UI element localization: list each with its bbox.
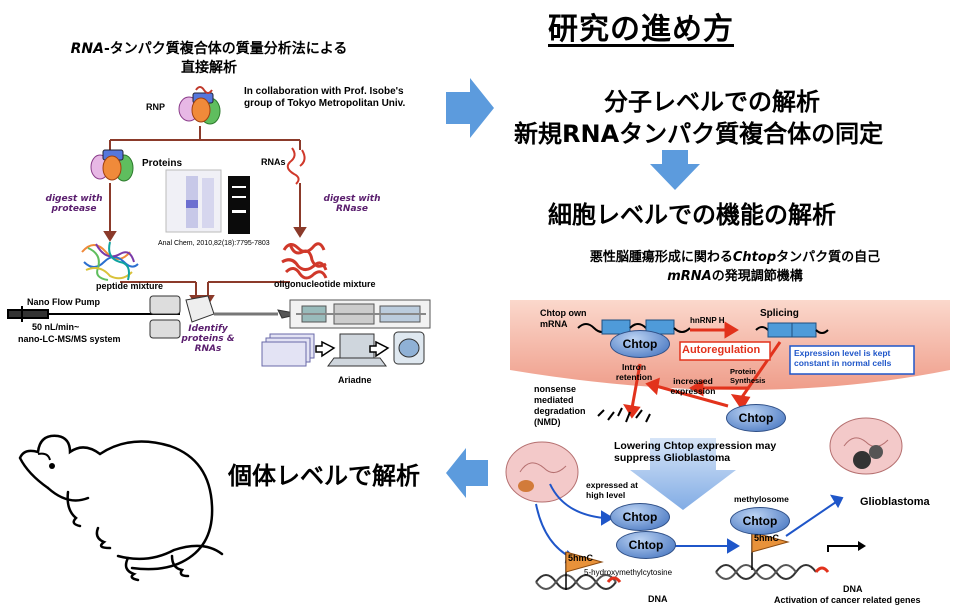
laptop-icon xyxy=(327,333,387,367)
5hmc-left-label: 5hmC xyxy=(568,553,594,563)
tree-lines xyxy=(109,126,301,150)
ms-heading-rest: -タンパク質複合体の質量分析法による xyxy=(103,41,348,57)
page-title: 研究の進め方 xyxy=(548,12,734,47)
ms-diagram-svg xyxy=(7,86,431,367)
oligo-mixture-label: oligonucleotide mixture xyxy=(274,279,376,289)
spliced-mrna-icon xyxy=(755,322,829,338)
autoregulation-box xyxy=(679,341,771,361)
arrow-right-icon xyxy=(446,78,494,138)
dna-right-icon xyxy=(715,541,866,580)
chtop-protein-mid-2: Chtop xyxy=(616,531,676,559)
mechanism-title: 悪性脳腫瘍形成に関わるChtopタンパク質の自己 mRNAの発現調節機構 xyxy=(530,248,940,286)
expressed-high-label: expressed at high level xyxy=(586,480,638,500)
intron-retention-label: Intron retention xyxy=(615,362,653,382)
mech-title-line2-italic: mRNA xyxy=(667,269,712,284)
splicing-label: Splicing xyxy=(760,308,799,319)
mech-title-part2: タンパク質の自己 xyxy=(776,250,881,265)
mech-title-italic: Chtop xyxy=(732,250,777,265)
rnp-complex-icon xyxy=(178,86,221,125)
step3: 個体レベルで解析 xyxy=(228,462,420,490)
ms-heading-italic: RNA xyxy=(70,41,104,57)
nmd-fragments-icon xyxy=(597,407,651,423)
chtop-protein-right: Chtop xyxy=(726,404,786,432)
step1-line1: 分子レベルでの解析 xyxy=(604,88,820,116)
rnp-label: RNP xyxy=(146,102,166,112)
flag-5hmc-left-icon xyxy=(565,551,604,590)
system-label: nano-LC-MS/MS system xyxy=(18,334,121,344)
lowering-label: Lowering Chtop expression may suppress G… xyxy=(614,440,777,464)
dna-right-label: DNA xyxy=(843,584,863,594)
expression-kept-label: Expression level is kept constant in nor… xyxy=(794,348,892,368)
activation-label: Activation of cancer related genes xyxy=(774,595,921,605)
nmd-label: nonsense mediated degradation (NMD) xyxy=(534,384,586,427)
dna-left-label: DNA xyxy=(648,594,668,604)
blue-flow-arrows xyxy=(535,483,844,564)
mech-title-line2-rest: の発現調節機構 xyxy=(711,269,803,284)
step2: 細胞レベルでの機能の解析 xyxy=(548,201,836,229)
rnas-icon xyxy=(286,147,306,185)
collab-text: In collaboration with Prof. Isobe's grou… xyxy=(244,86,406,109)
expression-kept-box xyxy=(789,345,915,375)
methylosome-label: methylosome xyxy=(734,494,789,504)
arrow-left-icon xyxy=(446,448,488,498)
dna-left-icon xyxy=(535,574,622,590)
brain-left-icon xyxy=(505,441,579,503)
proteins-label: Proteins xyxy=(142,158,183,169)
workflow-arrows xyxy=(315,340,390,358)
brain-right-icon xyxy=(829,417,903,475)
ms-heading: RNA-タンパク質複合体の質量分析法による 直接解析 xyxy=(44,40,374,78)
increased-expression-label: increased expression xyxy=(670,376,716,396)
ms-analysis-panel: RNA-タンパク質複合体の質量分析法による 直接解析 In collaborat… xyxy=(0,0,440,400)
ms-heading-line2: 直接解析 xyxy=(181,60,237,76)
flag-5hmc-right-icon xyxy=(751,531,790,570)
glioblastoma-label: Glioblastoma xyxy=(860,496,930,508)
flow-rate-label: 50 nL/min~ xyxy=(32,322,80,332)
chtop-protein-top: Chtop xyxy=(610,330,670,358)
5hmc-right-label: 5hmC xyxy=(754,533,780,543)
digest-arrows xyxy=(103,183,307,242)
peptide-mixture-icon xyxy=(81,241,139,281)
spectrometer-cell-icon xyxy=(393,331,425,365)
pump-label: Nano Flow Pump xyxy=(27,297,100,307)
mouse-eye xyxy=(49,463,55,469)
lc-system-icon xyxy=(149,295,301,339)
gel-image xyxy=(165,169,250,234)
proteins-icon xyxy=(90,149,134,182)
chtop-protein-mid-1: Chtop xyxy=(610,503,670,531)
protein-synthesis-label: Protein Synthesis xyxy=(730,367,766,385)
peptide-mixture-label: peptide mixture xyxy=(96,281,164,291)
citation-text: Anal Chem, 2010,82(18):7795-7803 xyxy=(158,240,270,247)
mouse-illustration xyxy=(18,434,224,582)
big-down-arrow-icon xyxy=(630,438,736,510)
mech-title-part1: 悪性脳腫瘍形成に関わる xyxy=(589,250,733,265)
hydroxy-label: 5-hydroxymethylcytosine xyxy=(584,568,673,577)
own-mrna-label: Chtop own mRNA xyxy=(540,308,587,329)
oligonucleotide-mixture-icon xyxy=(281,242,328,280)
step1-line2: 新規RNAタンパク質複合体の同定 xyxy=(514,120,884,148)
identify-label: Identify proteins & RNAs xyxy=(181,324,235,354)
autoregulation-label: Autoregulation xyxy=(682,344,761,356)
digest-rnase-label: digest with RNase xyxy=(323,194,381,214)
digest-protease-label: digest with protease xyxy=(45,194,103,214)
arrow-down-icon xyxy=(650,150,700,190)
hnrnp-label: hnRNP H xyxy=(690,316,725,325)
rnas-label: RNAs xyxy=(261,157,286,167)
chtop-protein-methylosome: Chtop xyxy=(730,507,790,535)
mass-spectrometer-icon xyxy=(289,299,431,329)
red-arrows xyxy=(623,321,782,419)
ariadne-label: Ariadne xyxy=(338,375,372,385)
spectra-screens-icon xyxy=(261,333,315,367)
